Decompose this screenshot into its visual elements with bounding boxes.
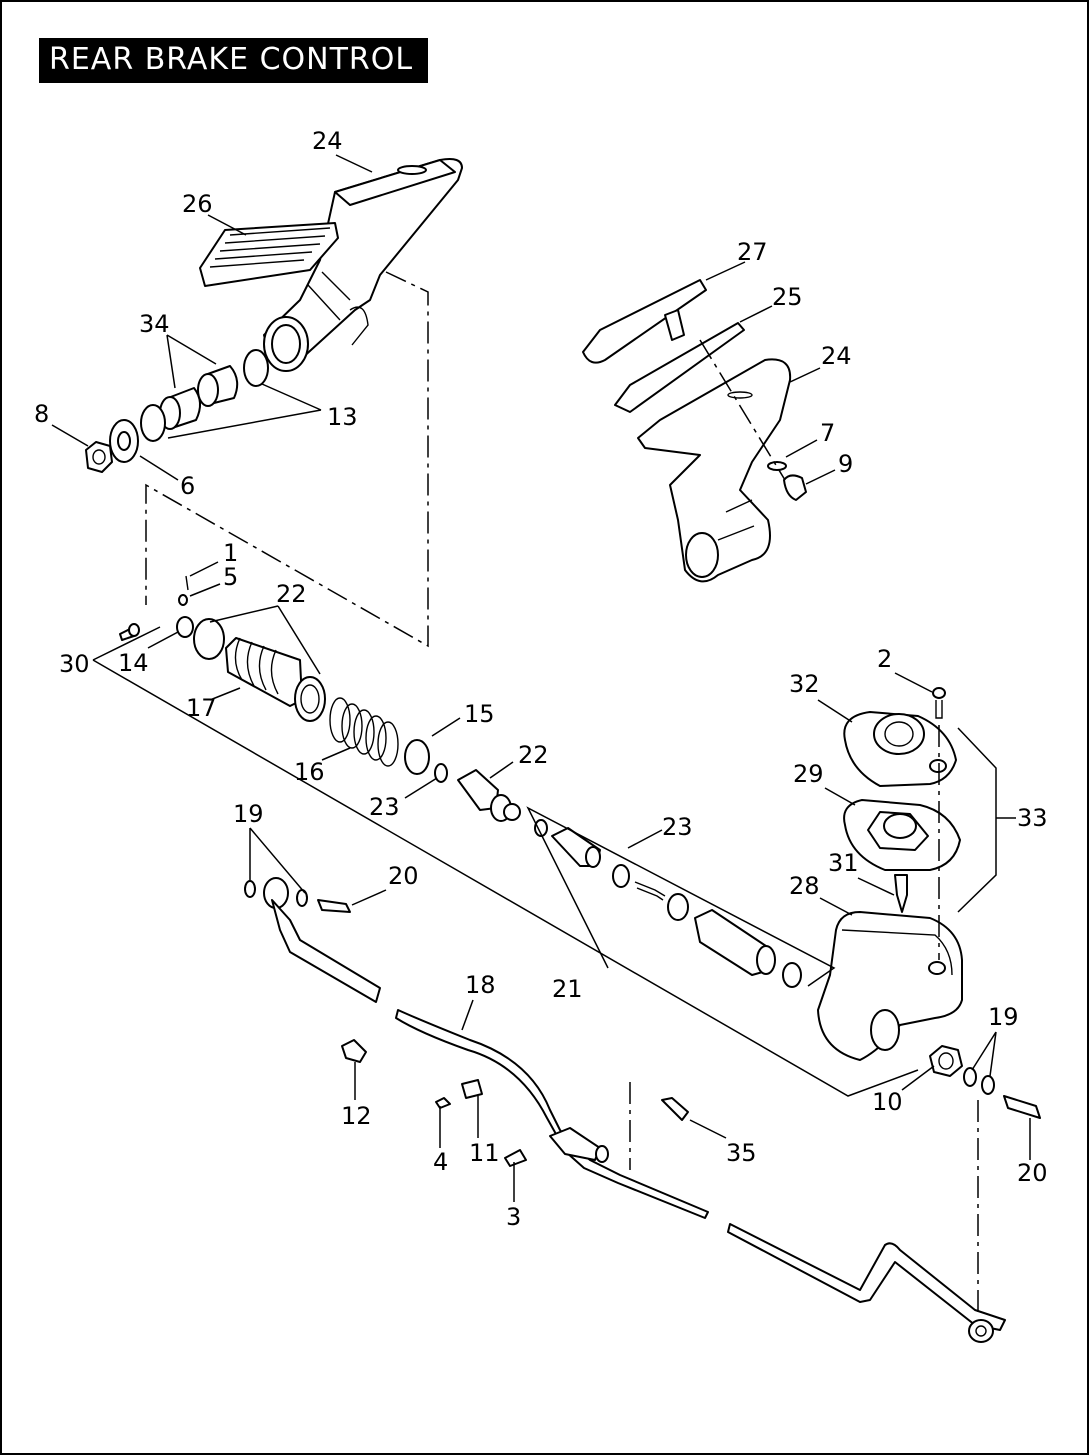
- brake-line-lower: [727, 1223, 1006, 1343]
- callout-34: 34: [139, 310, 170, 338]
- callout-5: 5: [223, 563, 238, 591]
- callout-16: 16: [294, 758, 325, 786]
- clips-12-11-fasteners: [341, 1039, 689, 1167]
- o-rings-13: [140, 349, 269, 442]
- callout-15: 15: [464, 700, 495, 728]
- piston-kit-23: [534, 819, 802, 988]
- callout-13: 13: [327, 403, 358, 431]
- pushrod-22: [457, 769, 521, 822]
- callout-4: 4: [433, 1148, 448, 1176]
- callout-14: 14: [118, 649, 149, 677]
- center-lines: [145, 271, 979, 1318]
- bleeder-31: [894, 874, 908, 913]
- callout-3: 3: [506, 1203, 521, 1231]
- callout-19-left: 19: [233, 800, 264, 828]
- pedal-pad-27: [582, 279, 707, 364]
- callout-31: 31: [828, 849, 859, 877]
- callout-23-left: 23: [369, 793, 400, 821]
- pedal-pad-26: [199, 222, 339, 287]
- callout-27: 27: [737, 238, 768, 266]
- callout-30: 30: [59, 650, 90, 678]
- nut-10-washers-19-bolt-20: [929, 1045, 1041, 1119]
- diaphragm-29: [843, 799, 961, 871]
- washer-6-nut-8: [85, 419, 139, 473]
- bushings-34: [159, 365, 239, 430]
- spring-16: [329, 697, 399, 767]
- callout-21: 21: [552, 975, 583, 1003]
- brake-pedal-right-24: [637, 358, 792, 583]
- brake-pedal-left: [263, 158, 463, 372]
- callout-7: 7: [820, 419, 835, 447]
- banjo-hose-upper: [244, 877, 381, 1003]
- pad-25: [614, 322, 745, 413]
- cover-32: [843, 711, 957, 787]
- callout-22-mid: 22: [518, 741, 549, 769]
- title-banner: REAR BRAKE CONTROL: [39, 38, 428, 83]
- callout-26: 26: [182, 190, 213, 218]
- callout-32: 32: [789, 670, 820, 698]
- callout-24-top: 24: [312, 127, 343, 155]
- callout-23-right: 23: [662, 813, 693, 841]
- callout-8: 8: [34, 400, 49, 428]
- callout-6: 6: [180, 472, 195, 500]
- callout-33: 33: [1017, 804, 1048, 832]
- callout-20-bottom: 20: [1017, 1159, 1048, 1187]
- washer-7-nut-9: [767, 461, 807, 501]
- small-parts-1-5-14-30: [119, 575, 194, 641]
- retaining-rings-15-23: [404, 739, 448, 783]
- page-title: REAR BRAKE CONTROL: [49, 42, 414, 77]
- callout-10: 10: [872, 1088, 903, 1116]
- leader-lines: [51, 154, 1031, 1202]
- callout-29: 29: [793, 760, 824, 788]
- screw-2: [932, 687, 946, 719]
- callout-11: 11: [469, 1139, 500, 1167]
- callout-22-top: 22: [276, 580, 307, 608]
- callout-2: 2: [877, 645, 892, 673]
- callout-25: 25: [772, 283, 803, 311]
- callout-28: 28: [789, 872, 820, 900]
- callout-19-right: 19: [988, 1003, 1019, 1031]
- callout-1: 1: [223, 539, 238, 567]
- brake-line-18: [395, 1009, 709, 1219]
- callout-35: 35: [726, 1139, 757, 1167]
- callout-labels: 24 26 34 13 8 6 27 25 24 7 9 1 5 22 30 1…: [34, 127, 1048, 1231]
- callout-12: 12: [341, 1102, 372, 1130]
- boot-17: [193, 618, 326, 722]
- master-cylinder-28: [817, 911, 963, 1061]
- callout-24-right: 24: [821, 342, 852, 370]
- callout-18: 18: [465, 971, 496, 999]
- callout-17: 17: [186, 694, 217, 722]
- callout-20-top: 20: [388, 862, 419, 890]
- callout-9: 9: [838, 450, 853, 478]
